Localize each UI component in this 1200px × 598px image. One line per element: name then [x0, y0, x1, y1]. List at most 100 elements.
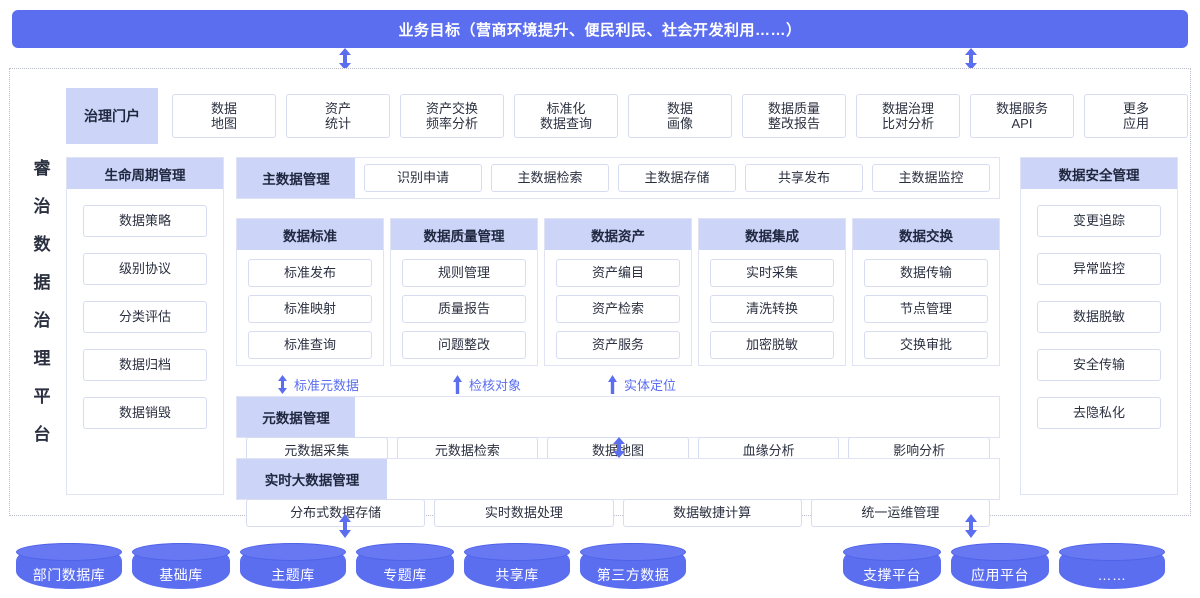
cylinder-top-ellipse [240, 543, 346, 561]
data-quality-item-issue[interactable]: 问题整改 [402, 331, 526, 359]
datasource-cylinder-shared[interactable]: 共享库 [464, 543, 570, 589]
datasource-cylinder-special[interactable]: 专题库 [356, 543, 454, 589]
data-asset-item-catalog[interactable]: 资产编目 [556, 259, 680, 287]
bigdata-item-unified-ops[interactable]: 统一运维管理 [810, 499, 990, 527]
security-item-change-trace[interactable]: 变更追踪 [1037, 205, 1161, 237]
vertical-title-char: 治 [33, 311, 51, 330]
data-integration-item-cleanse[interactable]: 清洗转换 [710, 295, 834, 323]
data-integration-item-encrypt[interactable]: 加密脱敏 [710, 331, 834, 359]
lifecycle-item-destroy[interactable]: 数据销毁 [83, 397, 207, 429]
vertical-title-char: 数 [33, 235, 51, 254]
arrow-caption-label: 实体定位 [624, 377, 677, 393]
portal-app-quality-report[interactable]: 数据质量整改报告 [742, 94, 846, 138]
datasource-cylinder-basic[interactable]: 基础库 [132, 543, 230, 589]
platform-label: 支撑平台 [863, 567, 921, 583]
lifecycle-title: 生命周期管理 [67, 158, 223, 189]
cylinder-top-ellipse [580, 543, 686, 561]
realtime-bigdata-management-row: 实时大数据管理 分布式数据存储 实时数据处理 数据敏捷计算 统一运维管理 [236, 458, 1000, 527]
connector-arrow-metadata-bigdata [611, 437, 627, 458]
portal-app-compare-analysis[interactable]: 数据治理比对分析 [856, 94, 960, 138]
cylinder-top-ellipse [843, 543, 941, 561]
datasource-label: 基础库 [159, 567, 203, 583]
bigdata-label: 实时大数据管理 [237, 459, 387, 499]
data-standard-item-query[interactable]: 标准查询 [248, 331, 372, 359]
security-item-secure-transfer[interactable]: 安全传输 [1037, 349, 1161, 381]
data-exchange-item-approval[interactable]: 交换审批 [864, 331, 988, 359]
data-asset-item-service[interactable]: 资产服务 [556, 331, 680, 359]
master-data-management-row: 主数据管理 识别申请 主数据检索 主数据存储 共享发布 主数据监控 [236, 157, 1000, 199]
platform-cylinder-support[interactable]: 支撑平台 [843, 543, 941, 589]
datasource-cylinder-thirdparty[interactable]: 第三方数据 [580, 543, 686, 589]
portal-app-exchange-freq[interactable]: 资产交换频率分析 [400, 94, 504, 138]
lifecycle-item-sla[interactable]: 级别协议 [83, 253, 207, 285]
data-exchange-item-node[interactable]: 节点管理 [864, 295, 988, 323]
security-title: 数据安全管理 [1021, 158, 1177, 189]
data-exchange-item-transfer[interactable]: 数据传输 [864, 259, 988, 287]
arrow-caption-check-object: 检核对象 [452, 374, 521, 394]
security-item-masking[interactable]: 数据脱敏 [1037, 301, 1161, 333]
connector-arrow-banner-left [337, 48, 353, 70]
master-data-item-search[interactable]: 主数据检索 [491, 164, 609, 192]
connector-arrow-banner-right [963, 48, 979, 70]
business-goal-banner: 业务目标（营商环境提升、便民利民、社会开发利用……） [12, 10, 1188, 48]
datasource-label: 第三方数据 [596, 567, 670, 583]
data-asset-title: 数据资产 [545, 219, 691, 250]
data-integration-item-realtime[interactable]: 实时采集 [710, 259, 834, 287]
portal-app-data-profile[interactable]: 数据画像 [628, 94, 732, 138]
datasource-label: 部门数据库 [32, 567, 106, 583]
data-security-management-card: 数据安全管理 变更追踪 异常监控 数据脱敏 安全传输 去隐私化 [1020, 157, 1178, 495]
cylinder-top-ellipse [464, 543, 570, 561]
data-exchange-title: 数据交换 [853, 219, 999, 250]
data-standard-item-mapping[interactable]: 标准映射 [248, 295, 372, 323]
cylinder-top-ellipse [951, 543, 1049, 561]
security-item-anomaly[interactable]: 异常监控 [1037, 253, 1161, 285]
lifecycle-item-classify[interactable]: 分类评估 [83, 301, 207, 333]
vertical-title-char: 睿 [33, 159, 51, 178]
security-item-anonymize[interactable]: 去隐私化 [1037, 397, 1161, 429]
data-integration-card: 数据集成 实时采集 清洗转换 加密脱敏 [698, 218, 846, 366]
data-asset-item-search[interactable]: 资产检索 [556, 295, 680, 323]
master-data-label: 主数据管理 [237, 158, 355, 198]
governance-portal-row: 治理门户 数据地图 资产统计 资产交换频率分析 标准化数据查询 数据画像 数据质… [66, 88, 1188, 144]
data-quality-title: 数据质量管理 [391, 219, 537, 250]
lifecycle-item-data-policy[interactable]: 数据策略 [83, 205, 207, 237]
connector-arrow-sources-left [337, 514, 353, 538]
master-data-item-storage[interactable]: 主数据存储 [618, 164, 736, 192]
vertical-title-char: 平 [33, 387, 51, 406]
vertical-title-char: 理 [33, 349, 51, 368]
portal-app-more[interactable]: 更多应用 [1084, 94, 1188, 138]
datasource-cylinder-department[interactable]: 部门数据库 [16, 543, 122, 589]
master-data-item-monitor[interactable]: 主数据监控 [872, 164, 990, 192]
cylinder-top-ellipse [1059, 543, 1165, 561]
governance-portal-label: 治理门户 [66, 88, 158, 144]
data-standard-item-publish[interactable]: 标准发布 [248, 259, 372, 287]
datasource-label: 主题库 [271, 567, 315, 583]
arrow-caption-standard-metadata: 标准元数据 [277, 374, 359, 394]
arrow-caption-entity-locate: 实体定位 [607, 374, 676, 394]
data-exchange-card: 数据交换 数据传输 节点管理 交换审批 [852, 218, 1000, 366]
connector-arrow-sources-right [963, 514, 979, 538]
metadata-label: 元数据管理 [237, 397, 355, 437]
bigdata-item-agile-compute[interactable]: 数据敏捷计算 [622, 499, 802, 527]
portal-app-standard-query[interactable]: 标准化数据查询 [514, 94, 618, 138]
data-quality-item-rules[interactable]: 规则管理 [402, 259, 526, 287]
business-goal-title: 业务目标（营商环境提升、便民利民、社会开发利用……） [398, 21, 802, 39]
vertical-title-char: 据 [33, 273, 51, 292]
lifecycle-item-archive[interactable]: 数据归档 [83, 349, 207, 381]
portal-app-data-map[interactable]: 数据地图 [172, 94, 276, 138]
cylinder-top-ellipse [16, 543, 122, 561]
platform-cylinder-application[interactable]: 应用平台 [951, 543, 1049, 589]
bigdata-item-realtime-processing[interactable]: 实时数据处理 [434, 499, 614, 527]
portal-app-asset-stats[interactable]: 资产统计 [286, 94, 390, 138]
datasource-cylinder-theme[interactable]: 主题库 [240, 543, 346, 589]
up-arrow-icon [452, 374, 463, 394]
data-quality-item-report[interactable]: 质量报告 [402, 295, 526, 323]
master-data-item-identify[interactable]: 识别申请 [364, 164, 482, 192]
platform-cylinder-more[interactable]: …… [1059, 543, 1165, 589]
data-asset-card: 数据资产 资产编目 资产检索 资产服务 [544, 218, 692, 366]
vertical-title-char: 治 [33, 197, 51, 216]
master-data-item-publish[interactable]: 共享发布 [745, 164, 863, 192]
bigdata-item-distributed-storage[interactable]: 分布式数据存储 [246, 499, 426, 527]
